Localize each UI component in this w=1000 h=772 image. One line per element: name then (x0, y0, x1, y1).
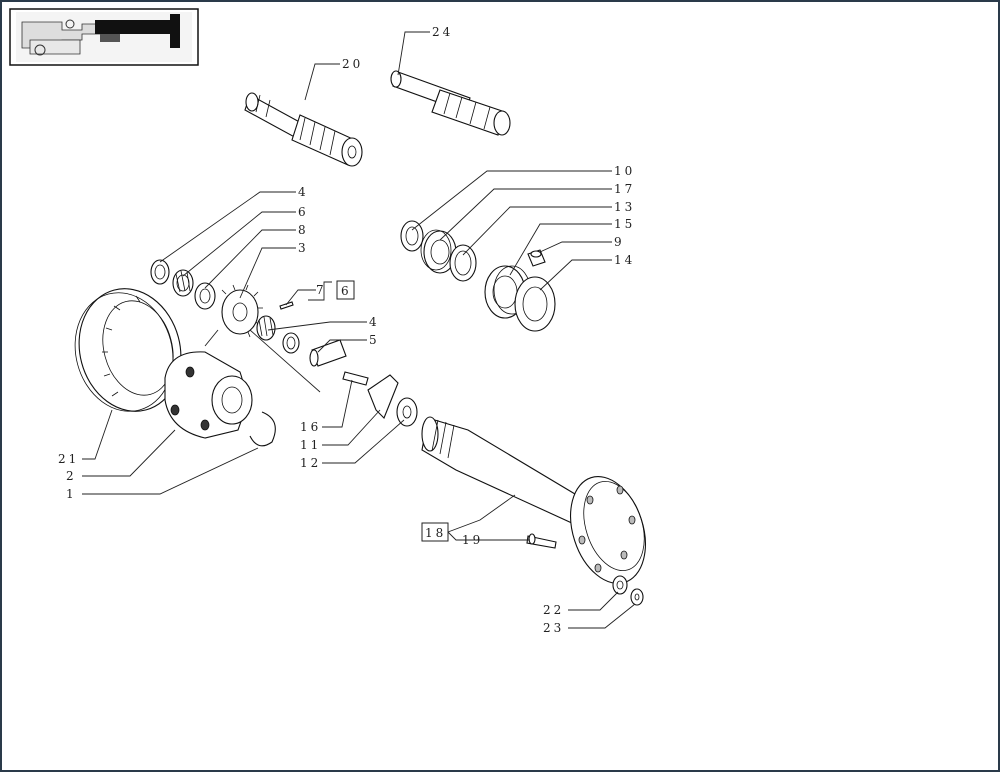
label-23: 23 (543, 621, 564, 635)
label-3: 3 (298, 241, 309, 255)
part-10-seal-ring (400, 220, 424, 252)
part-18-axle-shaft (421, 416, 646, 584)
label-5: 5 (369, 333, 380, 347)
callout-box-6 (336, 280, 355, 300)
label-8: 8 (298, 223, 309, 237)
label-17: 17 (614, 182, 635, 196)
assembly-location-thumbnail-icon (9, 8, 199, 66)
label-1: 1 (66, 487, 77, 501)
part-4-thrust-washer (150, 259, 170, 285)
label-4-top: 4 (298, 185, 309, 199)
part-23-nut (630, 588, 644, 606)
label-13: 13 (614, 200, 635, 214)
label-19: 19 (462, 533, 483, 547)
part-20-splined-gear-shaft (244, 92, 363, 167)
label-18: 18 (425, 526, 446, 540)
part-8-spacer-ring (194, 282, 216, 310)
part-16-bolt (342, 371, 369, 386)
part-1-snap-ring (249, 411, 276, 447)
part-24-splined-shaft (390, 70, 511, 136)
part-13-bearing-cup (449, 244, 477, 282)
label-4-bottom: 4 (369, 315, 380, 329)
part-6-needle-bearing-second (256, 315, 276, 341)
part-9-grease-fitting (527, 249, 546, 267)
label-11: 11 (300, 438, 321, 452)
part-11-lock-plate (367, 374, 399, 419)
label-2: 2 (66, 469, 77, 483)
label-14: 14 (614, 253, 635, 267)
part-21-ring-gear (74, 288, 182, 412)
part-labels: 20 24 4 6 8 3 7 6 4 5 10 17 13 15 9 14 1… (58, 25, 635, 635)
callout-box-18 (421, 522, 449, 542)
label-12: 12 (300, 456, 321, 470)
part-14-oil-seal (514, 276, 556, 332)
part-22-washer (612, 575, 628, 595)
label-6-box: 6 (341, 284, 352, 298)
part-4-thrust-washer-second (282, 332, 300, 354)
label-22: 22 (543, 603, 564, 617)
part-19-stud (526, 533, 557, 549)
label-24: 24 (432, 25, 453, 39)
part-7-pin (279, 301, 294, 310)
label-15: 15 (614, 217, 635, 231)
label-9: 9 (614, 235, 625, 249)
part-3-planet-gear (221, 284, 263, 338)
label-6-top: 6 (298, 205, 309, 219)
part-17-bearing-cone (420, 229, 457, 274)
part-6-needle-bearing (172, 269, 194, 297)
label-20: 20 (342, 57, 363, 71)
part-2-planet-carrier (164, 351, 253, 439)
label-21: 21 (58, 452, 79, 466)
part-12-washer (396, 397, 418, 427)
leader-lines (82, 31, 636, 629)
label-7: 7 (316, 283, 327, 297)
part-5-planet-pin (309, 339, 347, 367)
label-16: 16 (300, 420, 321, 434)
label-10: 10 (614, 164, 635, 178)
